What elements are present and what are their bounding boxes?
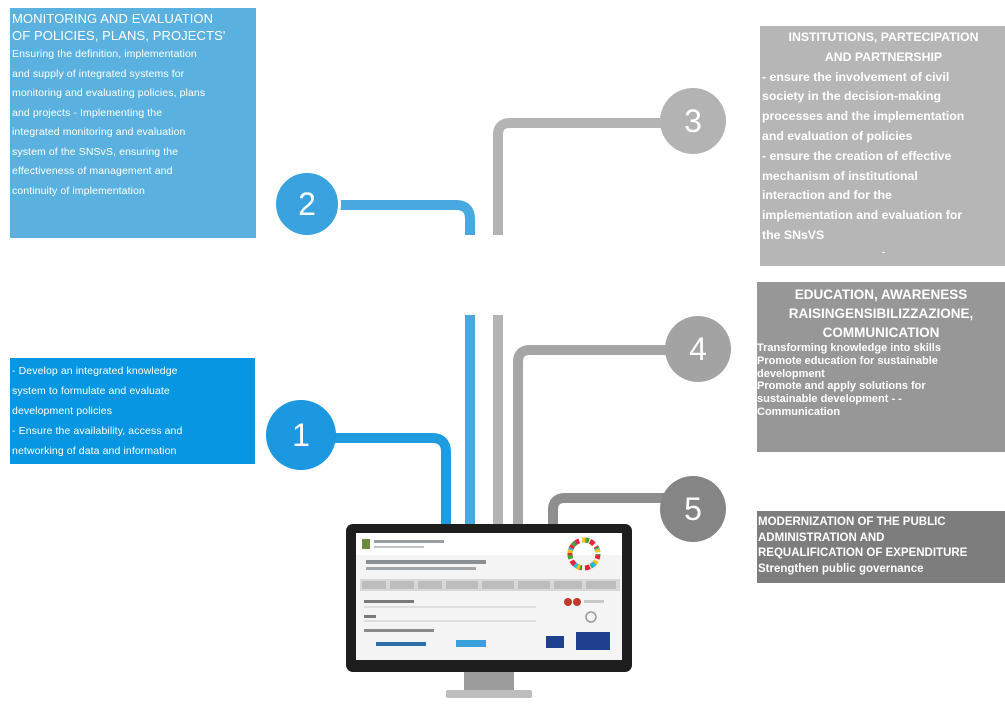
box-education-awareness: EDUCATION, AWARENESS RAISINGENSIBILIZZAZ… <box>757 282 1005 452</box>
box3-line: interaction and for the <box>762 188 892 203</box>
connector-4 <box>513 345 668 530</box>
box1-line: development policies <box>12 405 113 417</box>
box1-line: system to formulate and evaluate <box>12 385 170 397</box>
box3-title-line1: INSTITUTIONS, PARTECIPATION <box>788 30 979 44</box>
monitor <box>346 524 632 700</box>
box2-title-line1: MONITORING AND EVALUATION <box>12 11 214 26</box>
box2-line: monitoring and evaluating policies, plan… <box>12 87 206 99</box>
connector-1 <box>330 433 451 530</box>
box5-line: REQUALIFICATION OF EXPENDITURE <box>758 547 968 559</box>
box2-title-line2: OF POLICIES, PLANS, PROJECTS' <box>12 28 226 43</box>
box2-line: and projects - Implementing the <box>12 106 163 119</box>
box5-line: MODERNIZATION OF THE PUBLIC <box>758 516 946 528</box>
box-knowledge-system: - Develop an integrated knowledge system… <box>10 358 255 464</box>
box3-line: society in the decision-making <box>762 89 942 104</box>
box-modernization: MODERNIZATION OF THE PUBLIC ADMINISTRATI… <box>757 511 1005 583</box>
box4-line: development <box>757 367 825 380</box>
box5-line: ADMINISTRATION AND <box>758 531 885 544</box>
box2-line: system of the SNSvS, ensuring the <box>12 145 179 158</box>
box2-line: effectiveness of management and <box>12 165 173 177</box>
box4-line: Communication <box>757 405 841 418</box>
box1-line: - Ensure the availability, access and <box>12 425 183 437</box>
box4-line: Transforming knowledge into skills <box>757 342 941 354</box>
monitor-illustration <box>346 524 632 698</box>
box4-line: sustainable development - - <box>757 393 902 406</box>
screen-logo-icon <box>362 539 370 549</box>
box3-line: mechanism of institutional <box>762 168 918 183</box>
box5-line: Strengthen public governance <box>758 562 924 575</box>
sdg-wheel-icon <box>567 537 601 571</box>
node-2-circle: 2 <box>273 170 341 238</box>
box2-line: Ensuring the definition, implementation <box>12 48 197 60</box>
box4-title-line2: RAISINGENSIBILIZZAZIONE, <box>788 306 974 321</box>
box3-line: the SNsVS <box>762 227 825 242</box>
box4-line: Promote and apply solutions for <box>757 380 926 393</box>
node-1-circle: 1 <box>266 400 336 470</box>
box2-line: and supply of integrated systems for <box>12 67 185 80</box>
box4-title-line1: EDUCATION, AWARENESS <box>794 287 968 302</box>
box3-line: and evaluation of policies <box>762 128 913 143</box>
box2-line: continuity of implementation <box>12 184 145 197</box>
box1-line: networking of data and information <box>12 445 177 457</box>
node-3-circle: 3 <box>660 88 726 154</box>
box3-line: - ensure the creation of effective <box>762 148 952 163</box>
box1-line: - Develop an integrated knowledge <box>12 365 178 377</box>
connector-2 <box>330 200 475 235</box>
node-4-circle: 4 <box>665 316 731 382</box>
box3-line: processes and the implementation <box>762 109 965 124</box>
connector-5 <box>548 493 668 530</box>
box-monitoring-evaluation: MONITORING AND EVALUATION OF POLICIES, P… <box>10 8 256 238</box>
node-5-circle: 5 <box>660 476 726 542</box>
box3-line: - ensure the involvement of civil <box>762 69 950 84</box>
box3-title-line2: AND PARTNERSHIP <box>824 49 943 64</box>
connector-3 <box>493 118 668 235</box>
box4-line: Promote education for sustainable <box>757 354 938 367</box>
box4-title-line3: COMMUNICATION <box>822 325 940 340</box>
box3-line: implementation and evaluation for <box>762 208 963 223</box>
box-institutions-partnership: INSTITUTIONS, PARTECIPATION AND PARTNERS… <box>760 26 1005 266</box>
box3-trailing: - <box>882 246 885 257</box>
box2-line: integrated monitoring and evaluation <box>12 126 186 138</box>
